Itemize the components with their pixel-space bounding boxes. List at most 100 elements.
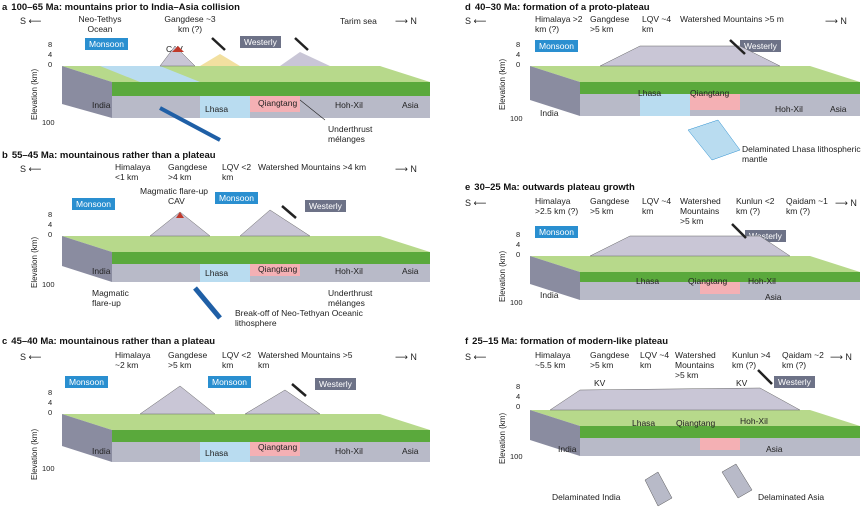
- label-watershed: Watershed Mountains >5 km: [675, 350, 716, 380]
- label-lqv: LQV ~4 km: [642, 196, 672, 216]
- south-arrow: S ⟵: [20, 164, 42, 174]
- place-hohxil: Hoh-Xil: [748, 276, 776, 286]
- place-india: India: [558, 444, 577, 454]
- westerly-badge: Westerly: [240, 36, 281, 48]
- westerly-badge: Westerly: [740, 40, 781, 52]
- tick-0: 0: [516, 402, 521, 411]
- monsoon-badge-2: Monsoon: [208, 376, 251, 388]
- tick-0: 0: [516, 60, 521, 69]
- place-asia: Asia: [402, 100, 419, 110]
- place-asia: Asia: [402, 446, 419, 456]
- place-lhasa: Lhasa: [205, 268, 229, 278]
- north-arrow: ⟶ N: [395, 352, 417, 362]
- tick-0: 0: [48, 60, 53, 69]
- south-arrow: S ⟵: [465, 198, 487, 208]
- label-kv-2: KV: [736, 378, 748, 388]
- tick-100: 100: [510, 114, 523, 123]
- place-lhasa: Lhasa: [205, 448, 229, 458]
- tick-0: 0: [48, 408, 53, 417]
- tick-4: 4: [48, 50, 53, 59]
- block-diagram-f: [530, 369, 860, 507]
- tick-100: 100: [510, 298, 523, 307]
- place-lhasa: Lhasa: [632, 418, 656, 428]
- south-arrow: S ⟵: [465, 16, 487, 26]
- place-qiangtang: Qiangtang: [258, 442, 298, 452]
- label-himalaya: Himalaya <1 km: [115, 162, 151, 182]
- label-flareup-top: Magmatic flare-up: [140, 186, 209, 196]
- monsoon-badge: Monsoon: [85, 38, 128, 50]
- label-himalaya: Himalaya ~2 km: [115, 350, 151, 370]
- label-lqv: LQV ~4 km: [640, 350, 670, 370]
- place-qiangtang: Qiangtang: [690, 88, 730, 98]
- block-diagram-b: [62, 205, 430, 320]
- north-arrow: ⟶ N: [825, 16, 847, 26]
- monsoon-badge: Monsoon: [72, 198, 115, 210]
- place-hohxil: Hoh-Xil: [775, 104, 803, 114]
- label-lqv: LQV <2 km: [222, 350, 252, 370]
- label-qaidam: Qaidam ~2 km (?): [782, 350, 824, 370]
- label-himalaya: Himalaya >2 km (?): [535, 14, 583, 34]
- block-diagram-e: [530, 223, 860, 300]
- label-delam-india: Delaminated India: [552, 492, 621, 502]
- tick-100: 100: [510, 452, 523, 461]
- tick-4: 4: [516, 50, 521, 59]
- tick-4: 4: [48, 220, 53, 229]
- tick-4: 4: [48, 398, 53, 407]
- tick-100: 100: [42, 464, 55, 473]
- label-breakoff: Break-off of Neo-Tethyan Oceanic lithosp…: [235, 308, 363, 328]
- label-flareup-bottom: Magmatic flare-up: [92, 288, 129, 308]
- tick-4: 4: [516, 392, 521, 401]
- label-gangdese: Gangdese ~3 km (?): [164, 14, 216, 34]
- north-arrow: ⟶ N: [395, 164, 417, 174]
- north-arrow: ⟶ N: [835, 198, 857, 208]
- block-diagram-c: [62, 383, 430, 462]
- label-tarim: Tarim sea: [340, 16, 377, 26]
- north-arrow: ⟶ N: [830, 352, 852, 362]
- monsoon-badge-2: Monsoon: [215, 192, 258, 204]
- place-qiangtang: Qiangtang: [676, 418, 716, 428]
- place-qiangtang: Qiangtang: [688, 276, 728, 286]
- tick-0: 0: [516, 250, 521, 259]
- label-lqv: LQV ~4 km: [642, 14, 672, 34]
- place-india: India: [540, 108, 559, 118]
- label-gangdese: Gangdese >5 km: [168, 350, 208, 370]
- south-arrow: S ⟵: [465, 352, 487, 362]
- label-himalaya: Himalaya ~5.5 km: [535, 350, 571, 370]
- place-lhasa: Lhasa: [638, 88, 662, 98]
- monsoon-badge: Monsoon: [535, 226, 578, 238]
- place-india: India: [92, 446, 111, 456]
- tick-8: 8: [516, 230, 521, 239]
- place-hohxil: Hoh-Xil: [335, 446, 363, 456]
- label-kunlun: Kunlun >4 km (?): [732, 350, 771, 370]
- place-lhasa: Lhasa: [636, 276, 660, 286]
- place-india: India: [92, 100, 111, 110]
- tick-8: 8: [48, 210, 53, 219]
- label-gangdese: Gangdese >5 km: [590, 196, 630, 216]
- place-hohxil: Hoh-Xil: [335, 100, 363, 110]
- label-delam-asia: Delaminated Asia: [758, 492, 825, 502]
- block-diagram-a: [62, 37, 430, 142]
- tick-8: 8: [48, 388, 53, 397]
- place-hohxil: Hoh-Xil: [740, 416, 768, 426]
- place-lhasa: Lhasa: [205, 104, 229, 114]
- label-watershed: Watershed Mountains >4 km: [258, 162, 367, 172]
- place-asia: Asia: [402, 266, 419, 276]
- label-watershed: Watershed Mountains >5 m: [680, 14, 784, 24]
- place-qiangtang: Qiangtang: [258, 98, 298, 108]
- tick-0: 0: [48, 230, 53, 239]
- block-diagram-d: [530, 39, 860, 161]
- tick-100: 100: [42, 280, 55, 289]
- label-gangdese: Gangdese >5 km: [590, 14, 630, 34]
- tick-4: 4: [516, 240, 521, 249]
- label-underthrust: Underthrust mélanges: [328, 288, 373, 308]
